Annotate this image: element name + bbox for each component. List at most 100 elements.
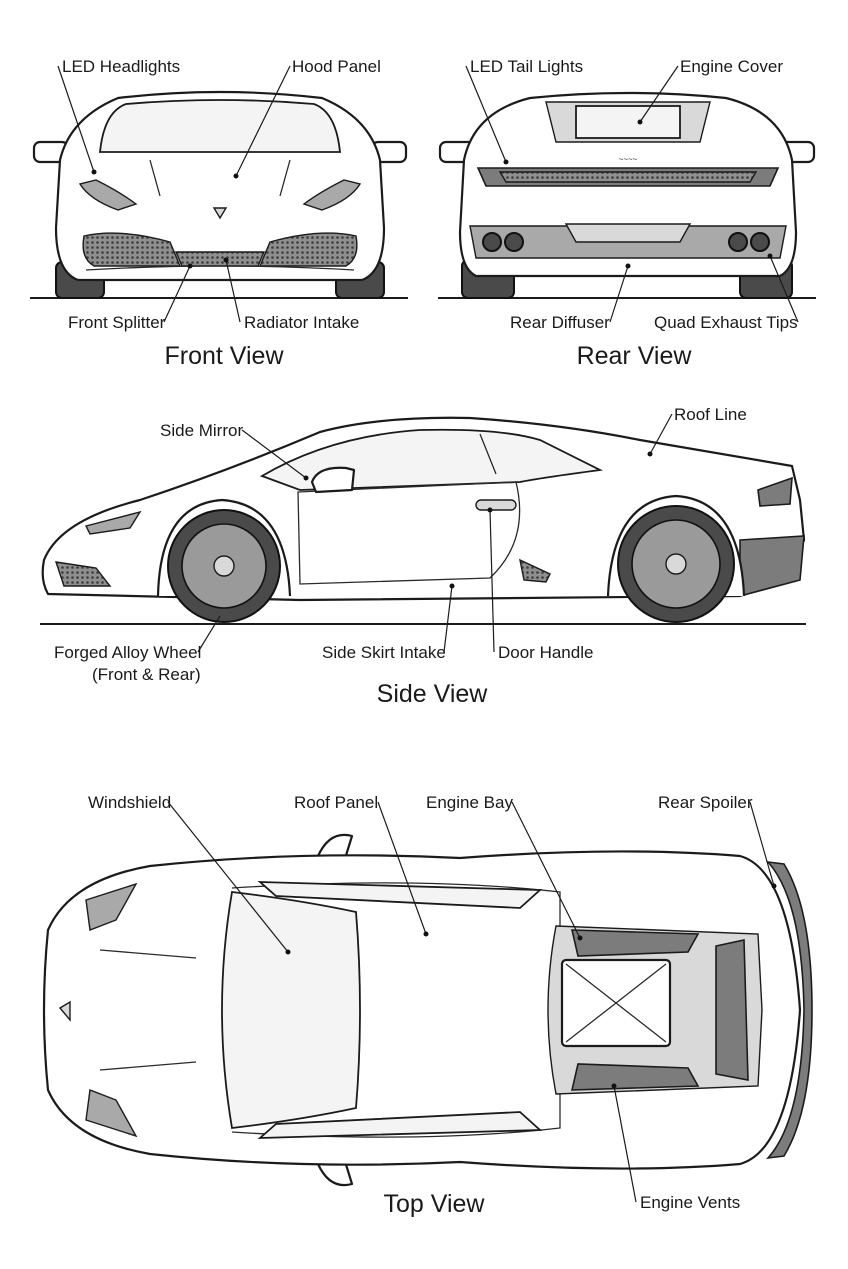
side-rear-diffuser bbox=[739, 535, 805, 598]
label-quad-exhaust-tips: Quad Exhaust Tips bbox=[654, 313, 798, 332]
roof-line-leader bbox=[649, 413, 673, 455]
side-view-drawing bbox=[40, 416, 806, 625]
quad-exhaust-leader bbox=[769, 255, 799, 323]
label-rear-spoiler: Rear Spoiler bbox=[658, 793, 753, 812]
label-engine-vents: Engine Vents bbox=[640, 1193, 740, 1212]
top-left-window bbox=[257, 881, 543, 909]
engine-vents-leader bbox=[613, 1085, 637, 1203]
exhaust-tip-3 bbox=[728, 232, 748, 252]
engine-bay-dot bbox=[577, 935, 583, 941]
front-badge bbox=[212, 207, 228, 220]
title-front-view: Front View bbox=[164, 342, 284, 370]
label-roof-panel: Roof Panel bbox=[294, 793, 378, 812]
rear-window bbox=[575, 105, 681, 139]
engine-vents-dot bbox=[611, 1083, 617, 1089]
top-hood-line-1 bbox=[99, 949, 197, 959]
top-right-window bbox=[257, 1111, 543, 1139]
rear-diffuser-dot bbox=[625, 263, 631, 269]
side-skirt-intake-vent bbox=[519, 558, 551, 583]
forged-wheel-leader bbox=[197, 615, 221, 653]
top-view-drawing bbox=[42, 833, 813, 1187]
side-mirror-leader bbox=[241, 429, 307, 479]
led-headlights-dot bbox=[91, 169, 97, 175]
label-radiator-intake: Radiator Intake bbox=[244, 313, 359, 332]
exhaust-tip-4 bbox=[750, 232, 770, 252]
side-door-handle bbox=[475, 499, 517, 511]
door-handle-dot bbox=[487, 507, 493, 513]
label-engine-bay: Engine Bay bbox=[426, 793, 513, 812]
rear-spoiler-leader bbox=[749, 801, 775, 887]
top-hood-line-2 bbox=[99, 1061, 197, 1071]
roof-line-dot bbox=[647, 451, 653, 457]
label-door-handle: Door Handle bbox=[498, 643, 593, 662]
windshield-dot bbox=[285, 949, 291, 955]
door-handle-leader bbox=[489, 509, 495, 653]
rear-script-badge: ~~~~ bbox=[619, 155, 638, 164]
front-hood-crease-left bbox=[149, 159, 161, 197]
top-windshield bbox=[221, 891, 361, 1129]
label-forged-alloy-wheel: Forged Alloy Wheel bbox=[54, 643, 201, 662]
front-right-intake bbox=[258, 232, 358, 267]
front-right-headlight bbox=[302, 179, 362, 211]
top-left-headlight bbox=[85, 882, 138, 931]
top-engine-vents-left bbox=[570, 929, 700, 957]
exhaust-tip-1 bbox=[482, 232, 502, 252]
side-door-outline bbox=[297, 481, 521, 585]
label-windshield: Windshield bbox=[88, 793, 171, 812]
front-view-drawing bbox=[30, 90, 408, 299]
label-engine-cover: Engine Cover bbox=[680, 57, 783, 76]
label-led-tail-lights: LED Tail Lights bbox=[470, 57, 583, 76]
side-tail-light bbox=[757, 476, 793, 507]
front-left-headlight bbox=[78, 179, 138, 211]
front-splitter-line bbox=[85, 265, 355, 271]
front-splitter-leader bbox=[163, 265, 191, 323]
label-led-headlights: LED Headlights bbox=[62, 57, 180, 76]
engine-cover-dot bbox=[637, 119, 643, 125]
radiator-intake-dot bbox=[223, 257, 229, 263]
side-mirror-dot bbox=[303, 475, 309, 481]
engine-bay-leader bbox=[511, 801, 581, 939]
side-rear-hub bbox=[665, 553, 687, 575]
title-rear-view: Rear View bbox=[577, 342, 693, 370]
led-tail-lights-leader bbox=[465, 65, 507, 163]
front-labels: LED Headlights Hood Panel Front Splitter… bbox=[57, 57, 381, 370]
rear-labels: LED Tail Lights Engine Cover Rear Diffus… bbox=[465, 57, 799, 370]
exhaust-tip-2 bbox=[504, 232, 524, 252]
hood-panel-dot bbox=[233, 173, 239, 179]
label-side-skirt-intake: Side Skirt Intake bbox=[322, 643, 446, 662]
label-side-mirror: Side Mirror bbox=[160, 421, 243, 440]
hood-panel-leader bbox=[235, 65, 291, 177]
side-b-pillar bbox=[479, 433, 497, 475]
front-splitter-dot bbox=[187, 263, 193, 269]
title-top-view: Top View bbox=[384, 1190, 486, 1218]
rear-diffuser-leader bbox=[609, 265, 629, 323]
side-front-intake bbox=[54, 561, 112, 587]
windshield-leader bbox=[167, 801, 289, 953]
title-side-view: Side View bbox=[377, 680, 489, 708]
led-headlights-leader bbox=[57, 65, 95, 173]
side-front-hub bbox=[213, 555, 235, 577]
label-roof-line: Roof Line bbox=[674, 405, 747, 424]
rear-spoiler-dot bbox=[771, 883, 777, 889]
front-hood-crease-right bbox=[279, 159, 291, 197]
rear-plate-recess bbox=[564, 223, 692, 243]
front-left-intake bbox=[82, 232, 182, 267]
side-skirt-dot bbox=[449, 583, 455, 589]
top-rear-grille bbox=[715, 939, 749, 1081]
top-engine-brace bbox=[565, 963, 667, 1043]
side-labels: Side Mirror Roof Line Forged Alloy Wheel… bbox=[54, 405, 747, 708]
radiator-intake-leader bbox=[225, 259, 241, 323]
side-headlight bbox=[84, 510, 142, 535]
label-forged-alloy-wheel-note: (Front & Rear) bbox=[92, 665, 201, 684]
label-hood-panel: Hood Panel bbox=[292, 57, 381, 76]
quad-exhaust-dot bbox=[767, 253, 773, 259]
rear-view-drawing: ~~~~ bbox=[438, 91, 816, 299]
top-badge bbox=[58, 1000, 71, 1022]
label-rear-diffuser: Rear Diffuser bbox=[510, 313, 610, 332]
side-mirror bbox=[310, 466, 356, 494]
led-tail-lights-dot bbox=[503, 159, 509, 165]
top-rear-spoiler bbox=[765, 860, 813, 1160]
top-engine-vents-right bbox=[570, 1063, 700, 1091]
